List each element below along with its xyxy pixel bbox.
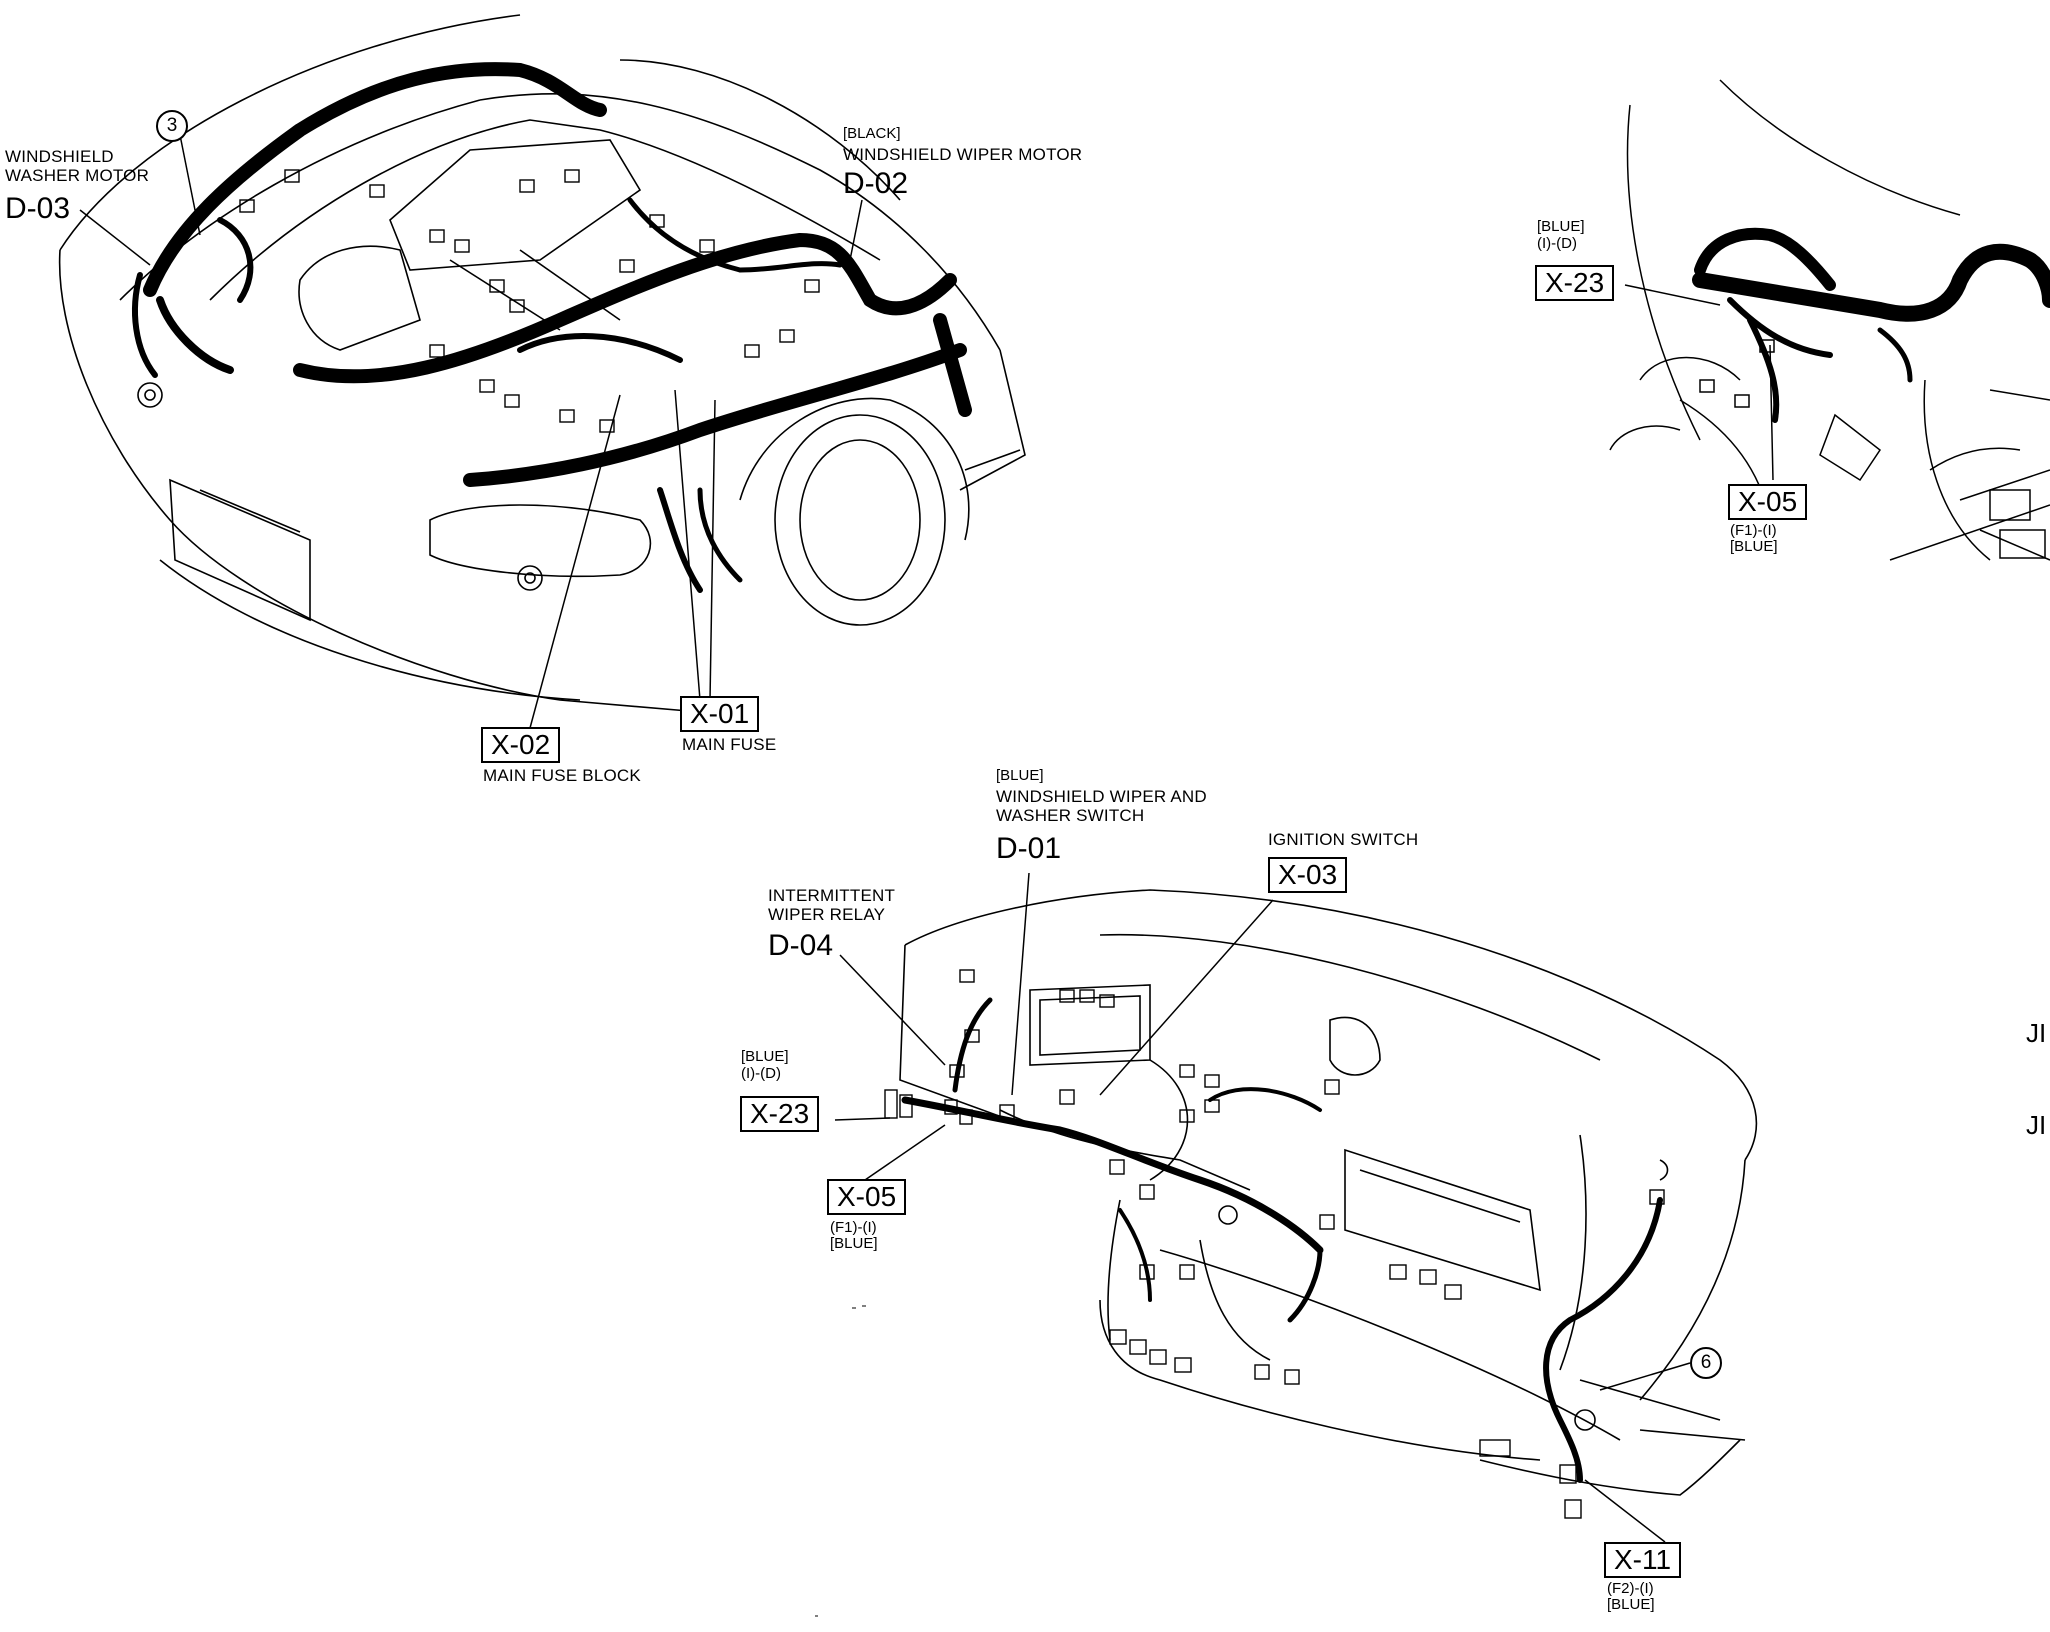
wiper-motor-color: [BLACK] bbox=[843, 125, 901, 142]
dashboard-illustration bbox=[884, 889, 1758, 1519]
engine-wiring-harness bbox=[132, 62, 972, 593]
dash-x23-route: (I)-(D) bbox=[741, 1065, 781, 1082]
dash-x11-code: X-11 bbox=[1604, 1542, 1682, 1578]
engine-leader-lines bbox=[79, 134, 863, 729]
side-leader-lines bbox=[1624, 284, 1774, 481]
washer-motor-label-line2: WASHER MOTOR bbox=[5, 166, 150, 185]
main-fuse-code: X-01 bbox=[680, 696, 760, 732]
dash-x23-code: X-23 bbox=[740, 1096, 820, 1132]
wiper-motor-label: WINDSHIELD WIPER MOTOR bbox=[843, 145, 1083, 164]
main-fuse-block-code: X-02 bbox=[481, 727, 561, 763]
wiper-switch-code: D-01 bbox=[996, 832, 1062, 865]
dash-x05-route: (F1)-(I) bbox=[830, 1219, 877, 1236]
wiper-switch-color: [BLUE] bbox=[996, 767, 1044, 784]
side-x05-code: X-05 bbox=[1728, 484, 1808, 520]
edge-text-2: JI bbox=[2026, 1110, 2047, 1140]
ignition-switch-code: X-03 bbox=[1268, 857, 1348, 893]
side-panel-illustration bbox=[1609, 79, 2050, 561]
side-x23-color: [BLUE] bbox=[1537, 218, 1585, 235]
dash-x23-color: [BLUE] bbox=[741, 1048, 789, 1065]
washer-motor-code: D-03 bbox=[5, 192, 71, 225]
side-x05-route: (F1)-(I) bbox=[1730, 522, 1777, 539]
washer-motor-label-line1: WINDSHIELD bbox=[5, 147, 114, 166]
wiper-relay-label-line1: INTERMITTENT bbox=[768, 886, 896, 905]
stray-marks bbox=[815, 1305, 866, 1617]
wiper-switch-label-line2: WASHER SWITCH bbox=[996, 806, 1145, 825]
dash-x05-color: [BLUE] bbox=[830, 1235, 878, 1252]
callout-6-circle: 6 bbox=[1690, 1347, 1722, 1379]
side-x23-route: (I)-(D) bbox=[1537, 235, 1577, 252]
dashboard-wiring-harness bbox=[901, 997, 1663, 1483]
side-x05-color: [BLUE] bbox=[1730, 538, 1778, 555]
main-fuse-label: MAIN FUSE bbox=[682, 735, 777, 754]
callout-6-text: 6 bbox=[1700, 1352, 1712, 1373]
wiper-switch-label-line1: WINDSHIELD WIPER AND bbox=[996, 787, 1207, 806]
engine-compartment-illustration bbox=[58, 14, 1026, 713]
edge-text-1: JI bbox=[2026, 1018, 2047, 1048]
side-x23-code: X-23 bbox=[1535, 265, 1615, 301]
wiper-relay-label-line2: WIPER RELAY bbox=[768, 905, 886, 924]
dash-x11-route: (F2)-(I) bbox=[1607, 1580, 1654, 1597]
dash-x11-color: [BLUE] bbox=[1607, 1596, 1655, 1613]
side-wiring-harness bbox=[1692, 227, 2050, 423]
dash-x05-code: X-05 bbox=[827, 1179, 907, 1215]
wiper-relay-code: D-04 bbox=[768, 929, 834, 962]
callout-3-text: 3 bbox=[166, 115, 178, 136]
ignition-switch-label: IGNITION SWITCH bbox=[1268, 830, 1419, 849]
callout-3-circle: 3 bbox=[156, 110, 188, 142]
dashboard-leader-lines bbox=[834, 872, 1691, 1543]
wiper-motor-code: D-02 bbox=[843, 167, 909, 200]
main-fuse-block-label: MAIN FUSE BLOCK bbox=[483, 766, 641, 785]
